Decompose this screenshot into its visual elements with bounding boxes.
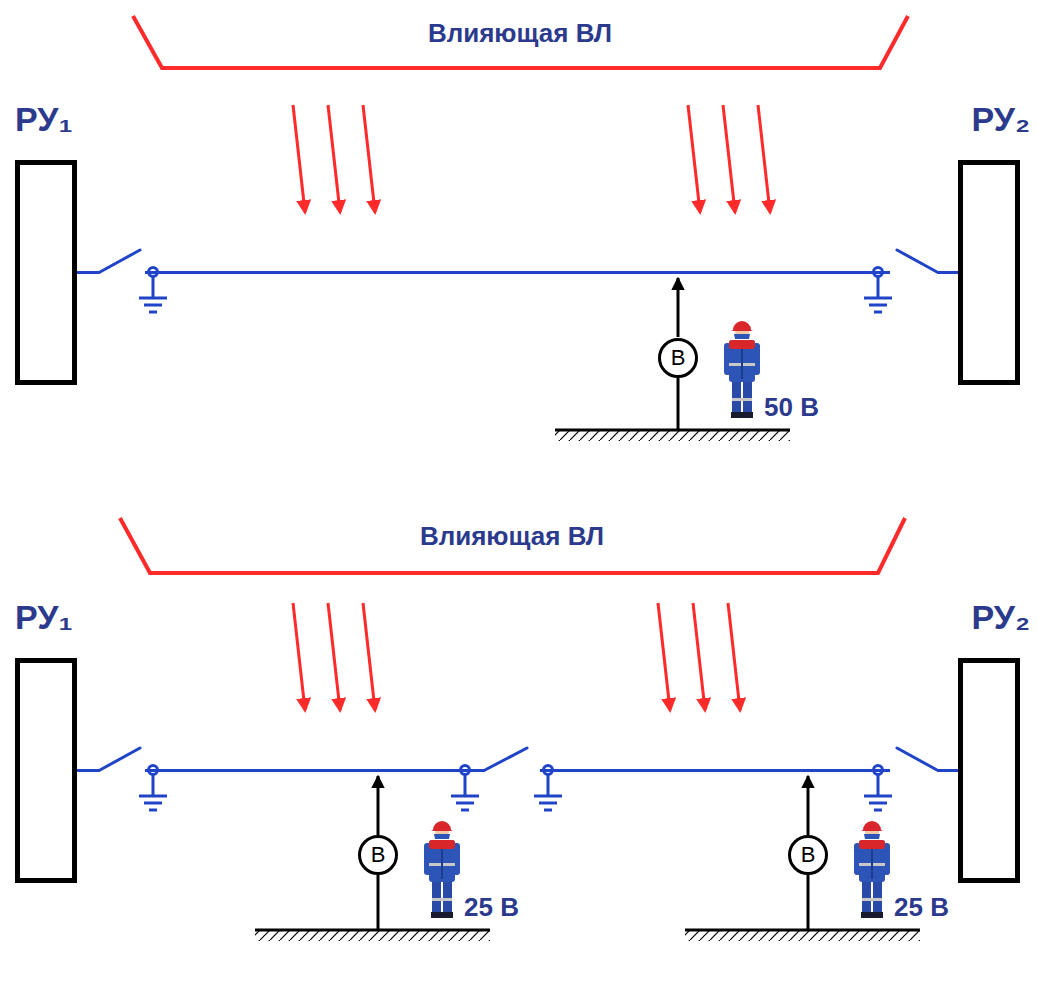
induction-arrows xyxy=(688,105,700,212)
disconnector-blade xyxy=(100,250,140,272)
switchgear-label: РУ₂ xyxy=(972,99,1031,140)
voltmeter-symbol: В xyxy=(671,347,686,369)
worker-figure xyxy=(854,821,890,918)
induction-arrows xyxy=(328,105,340,212)
switchgear-box: РУ₂ xyxy=(958,658,1020,883)
switchgear-label: РУ₁ xyxy=(15,99,72,140)
disconnector-blade xyxy=(897,250,937,272)
induction-arrows xyxy=(293,603,305,710)
voltmeter-lead xyxy=(377,776,380,835)
grounding-symbol xyxy=(139,268,892,313)
earth-ground xyxy=(255,930,920,941)
voltmeter-circle: В xyxy=(658,338,698,378)
worker-figure xyxy=(724,321,760,418)
grounding-symbol xyxy=(864,277,892,312)
worker-figure xyxy=(724,321,760,418)
influence-bracket xyxy=(133,16,908,68)
induction-arrows xyxy=(363,105,375,212)
induction-arrows xyxy=(363,603,375,710)
voltmeter-symbol: В xyxy=(801,844,816,866)
voltmeter-lead xyxy=(677,378,680,430)
worker-figure xyxy=(424,821,460,918)
influence-bracket xyxy=(133,16,908,68)
induction-arrows xyxy=(328,603,340,710)
influence-line-label: Влияющая ВЛ xyxy=(420,521,604,552)
voltmeter-circle: В xyxy=(788,835,828,875)
earth-ground xyxy=(685,931,920,941)
induction-arrows xyxy=(293,105,305,212)
induction-arrows xyxy=(658,603,670,710)
grounding-symbol xyxy=(139,775,167,810)
grounding-symbol xyxy=(864,775,892,810)
influence-bracket xyxy=(120,518,905,573)
disconnector-blade xyxy=(100,748,140,770)
induction-arrows xyxy=(693,603,705,710)
switchgear-box: РУ₁ xyxy=(15,160,77,385)
worker-figure xyxy=(424,821,460,918)
power-line-wire xyxy=(77,271,958,274)
earth-ground xyxy=(255,931,490,941)
induction-arrows xyxy=(758,105,770,212)
voltage-reading: 50 В xyxy=(764,392,819,423)
switchgear-box: РУ₂ xyxy=(958,160,1020,385)
grounding-symbol xyxy=(534,775,562,810)
earth-ground xyxy=(555,430,790,441)
earth-ground xyxy=(685,929,920,932)
switchgear-label: РУ₁ xyxy=(15,597,72,638)
earth-ground xyxy=(555,429,790,432)
switchgear-label: РУ₂ xyxy=(972,597,1031,638)
disconnector-blade xyxy=(485,748,527,770)
voltmeter-symbol: В xyxy=(371,844,386,866)
grounding-symbol xyxy=(139,766,892,811)
induction-arrows xyxy=(723,105,735,212)
voltmeter-circle: В xyxy=(358,835,398,875)
influence-line-label: Влияющая ВЛ xyxy=(428,18,612,49)
voltmeter-lead xyxy=(807,776,810,835)
disconnector-blade xyxy=(100,250,937,272)
grounding-symbol xyxy=(139,277,167,312)
earth-ground xyxy=(555,431,790,441)
voltage-reading: 25 В xyxy=(894,892,949,923)
earth-ground xyxy=(255,929,490,932)
voltmeter-lead xyxy=(378,776,808,930)
induction-arrows xyxy=(728,603,740,710)
worker-figure xyxy=(854,821,890,918)
voltmeter-lead xyxy=(677,278,680,337)
induction-arrows xyxy=(293,105,770,212)
grounding-symbol xyxy=(451,775,479,810)
induction-arrows xyxy=(293,603,740,710)
disconnector-blade xyxy=(100,748,937,770)
switchgear-box: РУ₁ xyxy=(15,658,77,883)
voltmeter-lead xyxy=(807,875,810,930)
voltmeter-lead xyxy=(377,875,380,930)
disconnector-blade xyxy=(897,748,937,770)
influence-bracket xyxy=(120,518,905,573)
voltage-reading: 25 В xyxy=(464,892,519,923)
power-line-wire xyxy=(77,769,958,772)
